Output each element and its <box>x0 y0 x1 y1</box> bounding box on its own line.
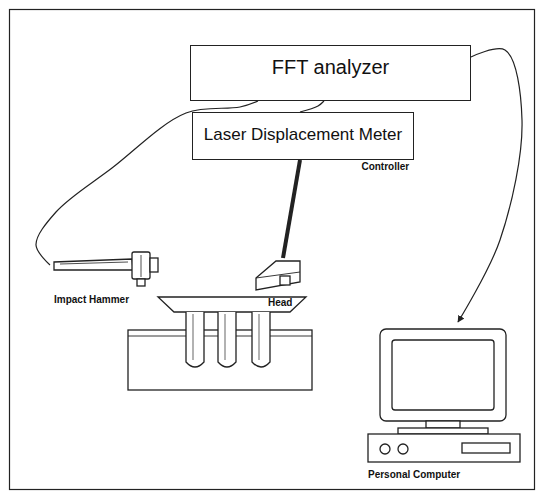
node-label: Laser Displacement Meter <box>193 113 413 145</box>
monitor-neck <box>426 421 460 428</box>
hammer-tip <box>150 258 158 272</box>
disk-slot <box>462 443 510 453</box>
hammer-head-line <box>141 255 142 277</box>
specimen-plate <box>158 297 306 312</box>
finger-line <box>193 314 194 360</box>
case-button <box>398 444 408 454</box>
side-label: Controller <box>361 161 409 173</box>
laser-head-drawing <box>256 261 300 290</box>
cable <box>300 101 324 112</box>
controller-box: Laser Displacement MeterController <box>192 112 414 160</box>
cable <box>283 160 300 258</box>
head-edge <box>256 272 300 278</box>
case-button <box>380 444 390 454</box>
node-label: Head <box>268 297 292 309</box>
computer-unit: Personal Computer <box>362 322 530 480</box>
head-window <box>280 276 290 285</box>
node-label: Impact Hammer <box>54 294 129 306</box>
monitor-screen <box>392 340 494 410</box>
laser-head-unit: Head <box>250 258 306 308</box>
monitor-stand <box>398 428 488 434</box>
computer-drawing <box>368 329 520 462</box>
hammer-handle <box>54 259 133 270</box>
node-label: FFT analyzer <box>191 46 470 79</box>
finger-line <box>259 314 260 360</box>
monitor-frame <box>380 329 506 421</box>
hammer-sensor <box>137 279 145 286</box>
finger-line <box>225 314 226 360</box>
head-body <box>256 261 300 290</box>
node-label: Personal Computer <box>368 469 460 481</box>
desktop-case <box>368 434 520 462</box>
hammer-head <box>132 252 150 279</box>
outer-frame <box>10 10 535 490</box>
analyzer-box: FFT analyzer <box>190 45 471 101</box>
specimen-finger <box>186 312 204 367</box>
specimen-finger <box>252 312 270 367</box>
specimen-finger <box>218 312 236 367</box>
impact-hammer-drawing <box>54 252 158 286</box>
hammer-grip-line <box>60 262 128 264</box>
hammer-unit: Impact Hammer <box>50 250 170 305</box>
specimen-drawing <box>128 297 312 390</box>
